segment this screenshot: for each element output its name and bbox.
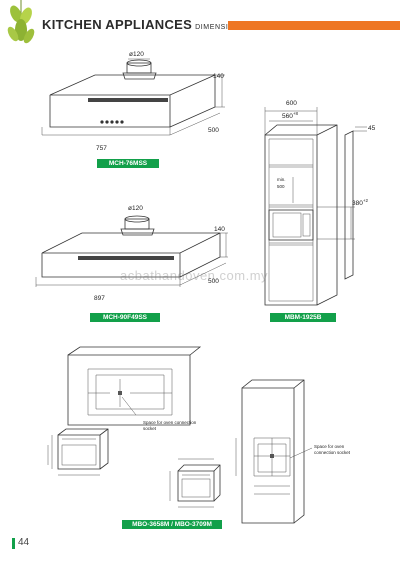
hood-2-width-dim: 897 [94, 295, 105, 302]
hood-2-drawing [35, 215, 228, 287]
hood-2-depth-dim: 500 [208, 278, 219, 285]
hood-1-duct-dim: ø120 [129, 51, 144, 58]
page-number: 44 [18, 537, 30, 548]
cabinet-drawing [264, 107, 367, 306]
cabinet-inner-width-tol: +8 [292, 111, 298, 116]
hood-2-height-dim: 140 [214, 226, 225, 233]
cabinet-opening-dim: 380+2 [352, 198, 368, 207]
title-text: KITCHEN APPLIANCES [42, 17, 193, 32]
oven-socket-note-2: Space for oven connection socket [314, 444, 351, 455]
ovens-model-label: MBO-3658M / MBO-3709M [122, 520, 222, 529]
cabinet-opening-value: 380 [352, 200, 363, 208]
cabinet-model-label: MBM-1925B [270, 313, 336, 322]
oven-tall-housing-drawing [235, 379, 313, 524]
cabinet-inner-width-dim: 560+8 [282, 111, 298, 120]
cabinet-opening-tol: +2 [362, 198, 368, 203]
cabinet-min-dim: 500 [277, 184, 285, 189]
watermark: acbathandoven.com.my [120, 268, 269, 283]
cabinet-inner-width-value: 560 [282, 113, 293, 121]
hood-1-drawing [41, 58, 225, 136]
oven-builtin-small-drawing [169, 458, 221, 508]
leaf-illustration [7, 0, 35, 44]
hood-1-model-label: MCH-76MSS [97, 159, 159, 168]
hood-2-model-label: MCH-90F49SS [90, 313, 160, 322]
cabinet-min-label: min. [277, 177, 286, 182]
hood-1-depth-dim: 500 [208, 127, 219, 134]
title-subtitle: DIMENSION [195, 24, 241, 31]
oven-socket-note-1: Space for oven connection socket [143, 420, 197, 431]
hood-1-width-dim: 757 [96, 145, 107, 152]
page-number-marker [12, 538, 15, 549]
header-accent-bar [228, 21, 400, 30]
oven-undercounter-drawing [47, 346, 202, 476]
hood-1-height-dim: 140 [213, 73, 224, 80]
hood-2-duct-dim: ø120 [128, 205, 143, 212]
cabinet-width-dim: 600 [286, 100, 297, 107]
cabinet-side-dim: 45 [368, 125, 376, 132]
